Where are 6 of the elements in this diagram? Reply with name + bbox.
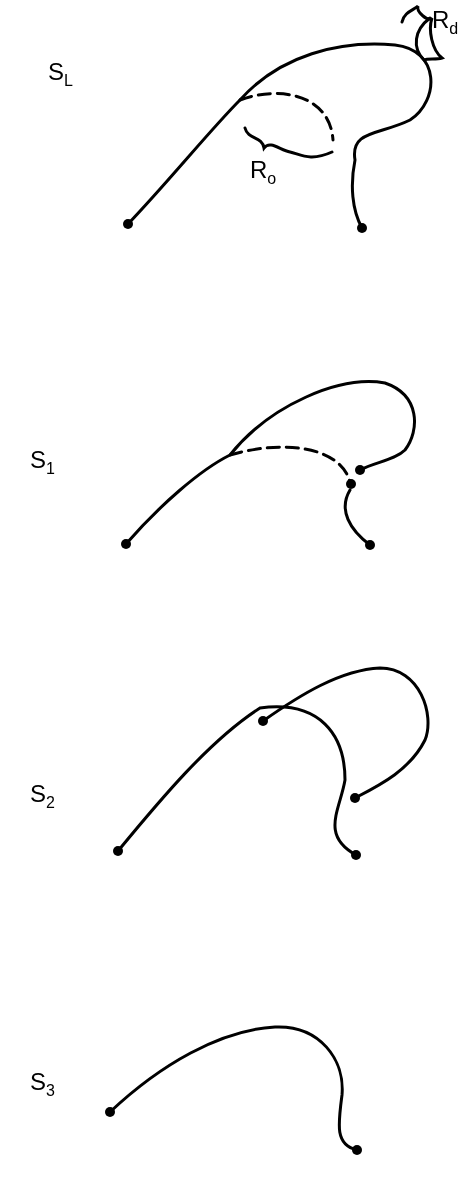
variable-label: S$_{3}$ — [30, 1070, 55, 1099]
variable-label: R$_{d}$ — [432, 8, 459, 37]
variable-label: S$_{2}$ — [30, 782, 55, 811]
variable-label: S$_{L}$ — [48, 60, 73, 89]
variable-label: R$_{o}$ — [250, 158, 277, 187]
variable-label: S$_{1}$ — [30, 448, 55, 477]
